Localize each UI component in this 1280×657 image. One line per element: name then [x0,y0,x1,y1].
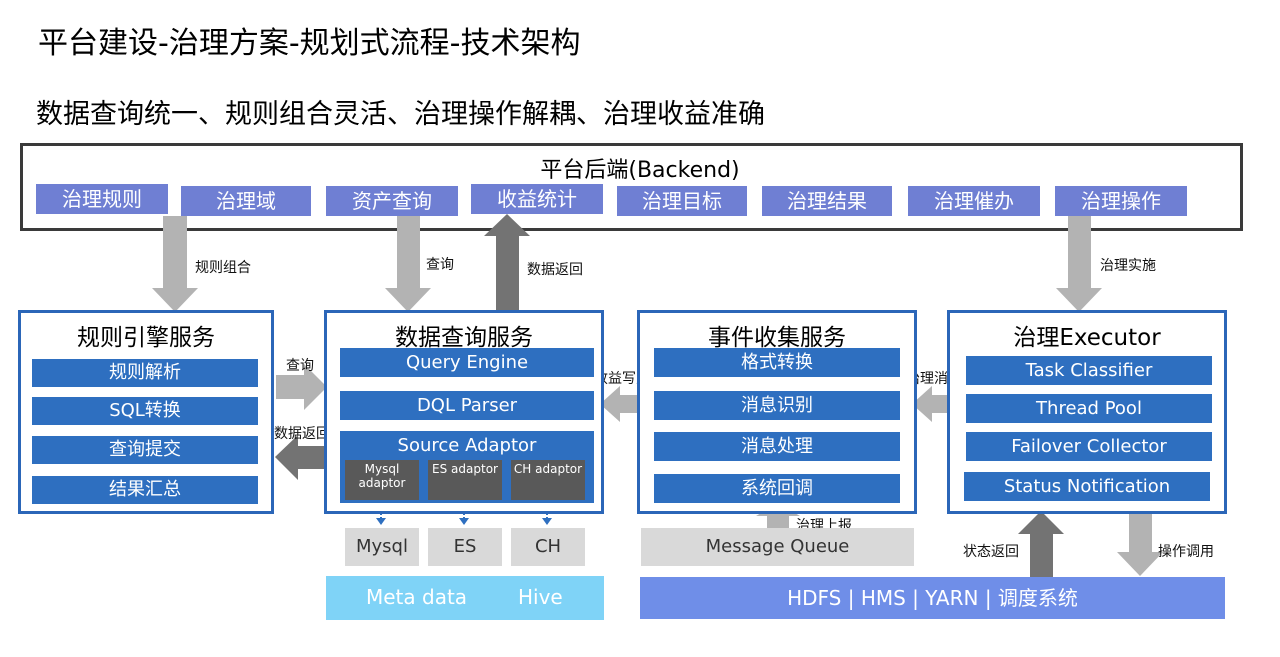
label-rule-combo: 规则组合 [195,260,251,276]
label-query-right: 查询 [286,358,314,374]
connector-es [459,518,469,525]
rule-engine-item-submit: 查询提交 [32,436,258,464]
page-subtitle: 数据查询统一、规则组合灵活、治理操作解耦、治理收益准确 [36,99,765,130]
backend-item-target: 治理目标 [617,186,747,216]
ch-adaptor: CH adaptor [511,460,585,500]
store-ch: CH [511,528,585,566]
message-queue: Message Queue [641,528,914,566]
arrow-rule-combo [152,216,198,312]
mysql-adaptor: Mysql adaptor [345,460,419,500]
store-mysql: Mysql [345,528,419,566]
label-data-return-up: 数据返回 [527,262,583,278]
backend-item-operation: 治理操作 [1055,186,1187,216]
store-es: ES [428,528,502,566]
arrow-governance-msg [912,386,952,422]
label-data-return-left: 数据返回 [274,426,330,442]
connector-mysql [376,518,386,525]
backend-item-asset-query: 资产查询 [326,186,458,216]
executor-item-thread-pool: Thread Pool [966,394,1212,423]
event-item-format: 格式转换 [654,348,900,377]
arrow-query-right [276,364,327,410]
arrow-op-call [1117,511,1163,576]
executor-title: 治理Executor [1013,325,1161,351]
query-item-engine: Query Engine [340,348,594,377]
arrow-benefit-write [600,386,640,422]
label-benefit-write: 收益写入 [594,371,650,387]
executor-item-status: Status Notification [964,472,1210,501]
arrow-data-return-left [275,435,325,480]
event-service-title: 事件收集服务 [708,325,846,351]
backend-item-benefit-stats: 收益统计 [471,184,603,214]
backend-item-rules: 治理规则 [36,184,168,214]
arrow-data-return-up [484,214,530,312]
label-status-return: 状态返回 [963,544,1019,560]
rule-engine-item-parse: 规则解析 [32,359,258,387]
query-item-dql-parser: DQL Parser [340,391,594,420]
arrow-governance-impl [1056,216,1102,312]
label-op-call: 操作调用 [1158,544,1214,560]
page-title: 平台建设-治理方案-规划式流程-技术架构 [38,26,581,61]
rule-engine-item-summary: 结果汇总 [32,476,258,504]
event-item-callback: 系统回调 [654,474,900,503]
query-service-title: 数据查询服务 [395,325,533,351]
es-adaptor: ES adaptor [428,460,502,500]
executor-item-task-classifier: Task Classifier [966,356,1212,385]
arrow-status-return [1018,511,1064,578]
event-item-recognize: 消息识别 [654,391,900,420]
infra-panel: HDFS | HMS | YARN | 调度系统 [640,577,1225,619]
label-query-down: 查询 [426,257,454,273]
event-item-process: 消息处理 [654,432,900,461]
arrow-query-down [385,216,431,312]
hive-label: Hive [518,585,563,609]
backend-item-urge: 治理催办 [908,186,1040,216]
backend-item-domain: 治理域 [181,186,311,216]
rule-engine-item-sql: SQL转换 [32,397,258,425]
executor-item-failover: Failover Collector [966,432,1212,461]
meta-data-label: Meta data [366,585,468,609]
rule-engine-title: 规则引擎服务 [77,325,215,351]
connector-ch [542,518,552,525]
backend-title: 平台后端(Backend) [540,158,740,183]
backend-item-result: 治理结果 [762,186,892,216]
label-governance-impl: 治理实施 [1100,258,1156,274]
meta-data-panel [326,576,604,620]
